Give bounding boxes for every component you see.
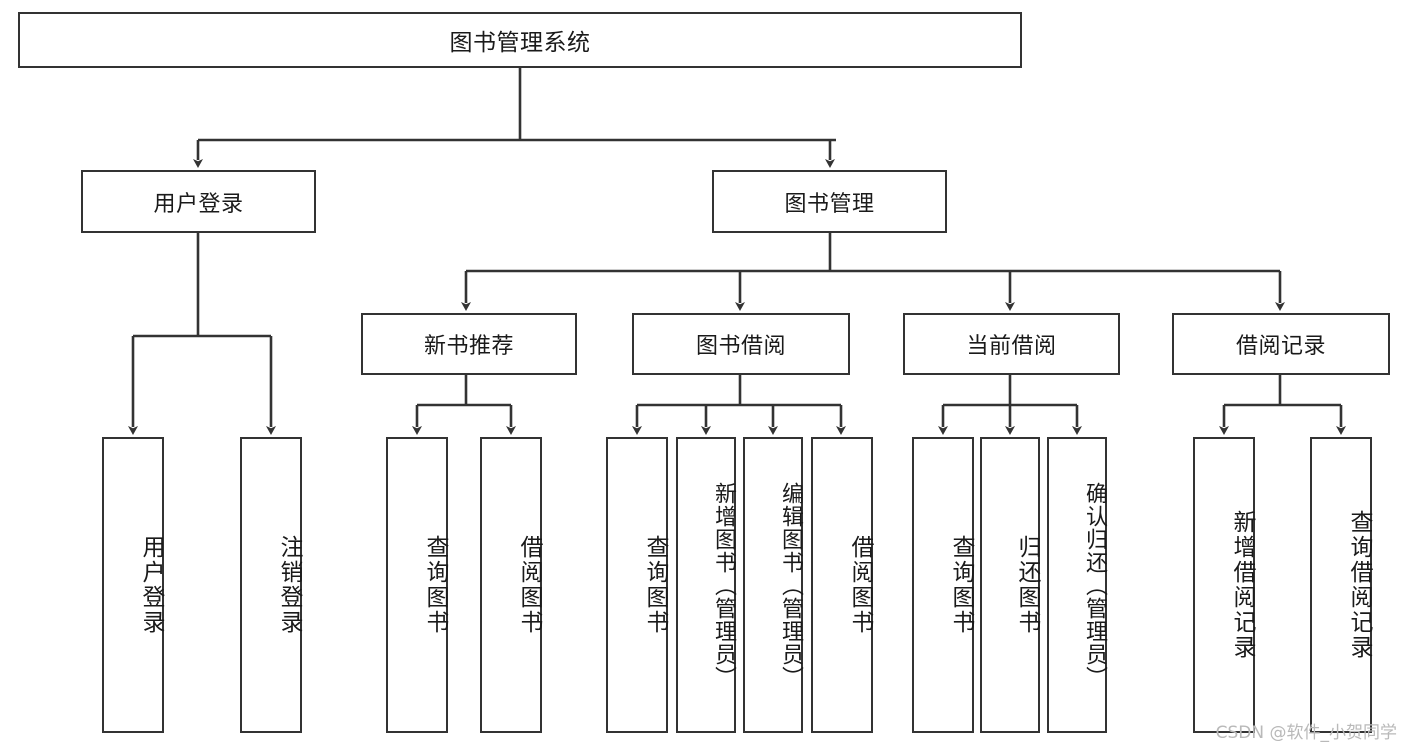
node-leaf-edit-book[interactable]: 编辑图书（管理员）: [743, 437, 803, 733]
node-root-system[interactable]: 图书管理系统: [18, 12, 1022, 68]
node-leaf-query-book-3[interactable]: 查询图书: [912, 437, 974, 733]
node-leaf-add-record[interactable]: 新增借阅记录: [1193, 437, 1255, 733]
node-new-book-recommend[interactable]: 新书推荐: [361, 313, 577, 375]
node-leaf-confirm-return[interactable]: 确认归还（管理员）: [1047, 437, 1107, 733]
node-leaf-borrow-book-1[interactable]: 借阅图书: [480, 437, 542, 733]
node-leaf-return-book[interactable]: 归还图书: [980, 437, 1040, 733]
node-user-login[interactable]: 用户登录: [81, 170, 316, 233]
node-leaf-logout-login[interactable]: 注销登录: [240, 437, 302, 733]
node-book-management[interactable]: 图书管理: [712, 170, 947, 233]
node-leaf-query-book-2[interactable]: 查询图书: [606, 437, 668, 733]
node-borrow-record[interactable]: 借阅记录: [1172, 313, 1390, 375]
node-book-borrow[interactable]: 图书借阅: [632, 313, 850, 375]
node-leaf-query-book-1[interactable]: 查询图书: [386, 437, 448, 733]
node-leaf-borrow-book-2[interactable]: 借阅图书: [811, 437, 873, 733]
node-leaf-add-book[interactable]: 新增图书（管理员）: [676, 437, 736, 733]
node-current-borrow[interactable]: 当前借阅: [903, 313, 1120, 375]
node-leaf-user-login[interactable]: 用户登录: [102, 437, 164, 733]
node-leaf-query-record[interactable]: 查询借阅记录: [1310, 437, 1372, 733]
